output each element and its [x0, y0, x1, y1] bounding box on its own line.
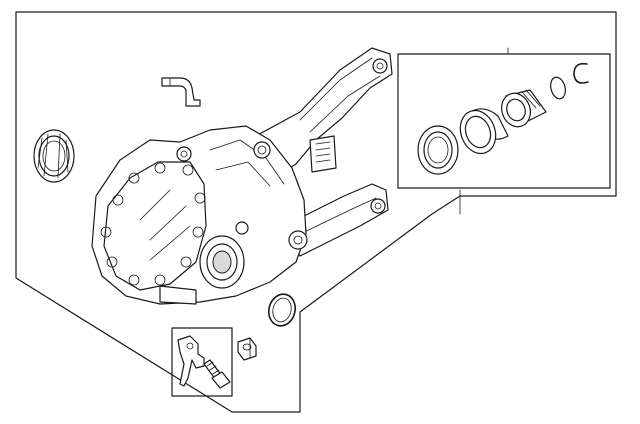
axle-seal-left-icon	[33, 129, 75, 183]
snap-ring-icon	[573, 62, 589, 84]
seal-icon	[417, 125, 459, 175]
drain-plug-icon	[237, 337, 257, 361]
bearing-sleeve-icon	[459, 108, 509, 155]
differential-housing-icon	[91, 47, 393, 305]
bracket-kit-callout	[171, 327, 233, 397]
bolt-icon	[203, 359, 231, 389]
axle-seal-kit-box	[397, 53, 611, 189]
outer-frame	[15, 11, 617, 413]
axle-seal-kit-callout	[397, 47, 611, 215]
breather-tube-icon	[161, 77, 201, 107]
bracket-kit-box	[171, 327, 233, 397]
o-ring-icon	[267, 293, 297, 327]
o-ring-small-icon	[550, 76, 566, 100]
seal-carrier-icon	[501, 89, 547, 128]
bracket-icon	[177, 335, 205, 387]
